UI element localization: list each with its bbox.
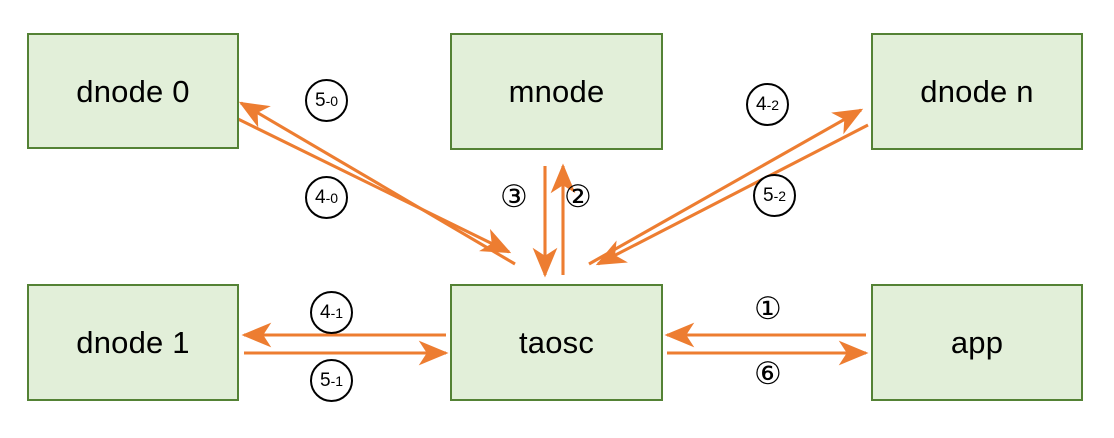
node-mnode-label: mnode [508, 74, 605, 109]
edge-label-4-2: 4 -2 [746, 83, 789, 126]
node-dnode1-label: dnode 1 [76, 325, 190, 360]
edge-label-4-0-minor: -0 [325, 189, 339, 206]
edge-label-5-0: 5 -0 [305, 79, 348, 122]
edge-label-4-1-major: 4 [319, 302, 331, 323]
edge-label-5-0-major: 5 [314, 90, 326, 111]
edge-label-5-1: 5 -1 [310, 359, 353, 402]
arrow-dnoden-to-taosc [595, 123, 869, 266]
node-mnode[interactable]: mnode [450, 33, 663, 150]
edge-label-4-1: 4 -1 [310, 291, 353, 334]
edge-label-5-1-major: 5 [319, 370, 331, 391]
edge-label-5-2: 5 -2 [753, 174, 796, 217]
edge-label-5-0-minor: -0 [325, 92, 339, 109]
node-app-label: app [950, 325, 1004, 360]
node-dnode0[interactable]: dnode 0 [27, 33, 239, 149]
arrow-taosc-to-dnode0 [238, 101, 516, 266]
node-dnode1[interactable]: dnode 1 [27, 284, 239, 401]
edge-label-1: ① [754, 291, 782, 327]
node-taosc[interactable]: taosc [450, 284, 663, 401]
arrow-dnode0-to-taosc [237, 117, 512, 254]
arrow-taosc-to-dnoden [588, 108, 864, 266]
edge-label-4-2-minor: -2 [766, 96, 780, 113]
edge-label-4-0-major: 4 [314, 187, 326, 208]
edge-label-5-1-minor: -1 [330, 372, 344, 389]
edge-label-4-2-major: 4 [755, 94, 767, 115]
node-dnode0-label: dnode 0 [76, 73, 190, 109]
node-dnoden[interactable]: dnode n [871, 33, 1083, 150]
node-taosc-label: taosc [518, 325, 595, 360]
edge-label-5-2-minor: -2 [773, 187, 787, 204]
edge-label-2: ② [564, 179, 592, 215]
edge-label-5-2-major: 5 [762, 185, 774, 206]
node-dnoden-label: dnode n [920, 74, 1034, 109]
edge-label-4-1-minor: -1 [330, 304, 344, 321]
edge-label-6: ⑥ [754, 356, 782, 392]
edge-label-4-0: 4 -0 [305, 176, 348, 219]
edge-label-3: ③ [500, 179, 528, 215]
node-app[interactable]: app [871, 284, 1083, 401]
